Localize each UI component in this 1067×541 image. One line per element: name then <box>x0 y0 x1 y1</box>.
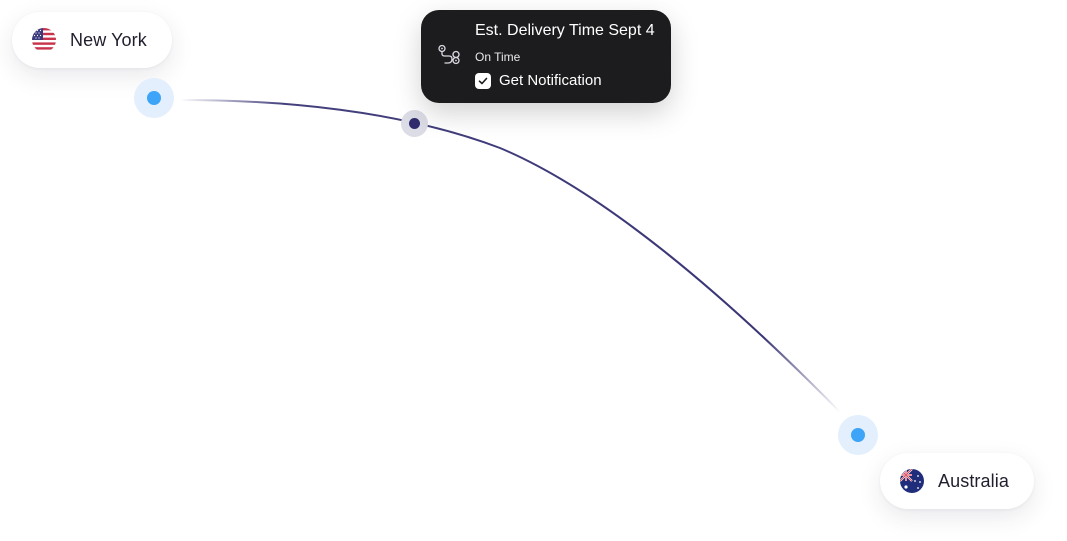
current-position-dot <box>409 118 420 129</box>
notification-checkbox[interactable] <box>475 72 491 89</box>
destination-label: Australia <box>938 470 1009 491</box>
delivery-eta-title: Est. Delivery Time Sept 4 <box>475 22 655 39</box>
delivery-status-text: On Time <box>475 50 521 64</box>
destination-location-pill[interactable]: Australia <box>880 453 1034 509</box>
destination-marker[interactable] <box>838 415 878 455</box>
current-position-marker[interactable] <box>401 110 428 137</box>
origin-dot <box>147 91 161 105</box>
us-flag-icon <box>32 28 56 52</box>
notification-label: Get Notification <box>499 72 602 89</box>
route-pin-icon <box>438 44 460 65</box>
origin-marker[interactable] <box>134 78 174 118</box>
origin-label: New York <box>70 29 147 50</box>
delivery-estimate-card: Est. Delivery Time Sept 4 On Time Get No… <box>421 10 671 103</box>
route-line <box>179 99 841 413</box>
notification-toggle[interactable]: Get Notification <box>475 72 602 89</box>
destination-dot <box>851 428 865 442</box>
australia-flag-icon <box>900 469 924 493</box>
checkmark-icon <box>478 77 488 84</box>
origin-location-pill[interactable]: New York <box>12 12 172 68</box>
